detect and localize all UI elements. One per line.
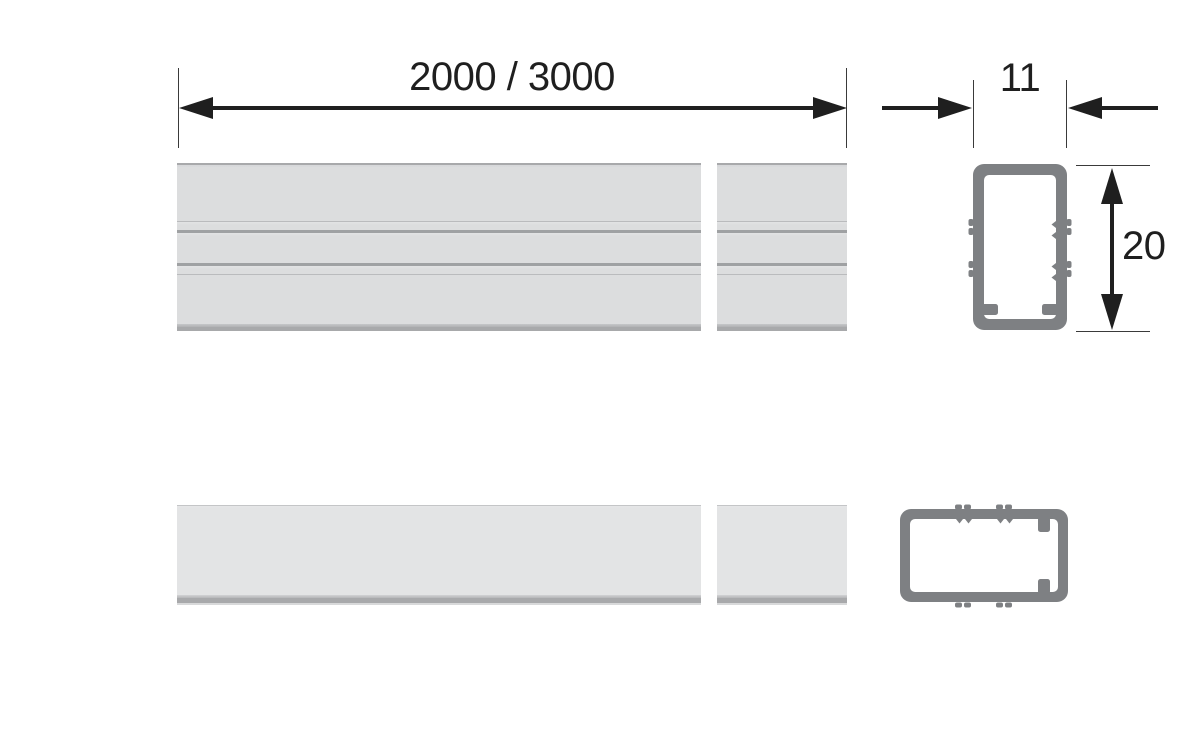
profile-segment-left bbox=[177, 505, 701, 605]
width-arrowhead-right-icon bbox=[1068, 97, 1102, 119]
section-cavity bbox=[984, 175, 1056, 319]
width-extension-line-right bbox=[1066, 80, 1067, 148]
section-hook-bottom bbox=[1038, 579, 1050, 594]
height-dimension-label: 20 bbox=[1122, 224, 1166, 268]
section-hook-top bbox=[1038, 517, 1050, 532]
cross-section-horizontal bbox=[900, 504, 1068, 608]
width-arrow-shaft-right bbox=[1100, 106, 1158, 110]
section-hook-left bbox=[982, 304, 998, 315]
height-arrow-shaft bbox=[1110, 198, 1114, 298]
height-arrowhead-bottom-icon bbox=[1101, 294, 1123, 330]
height-extension-line-top bbox=[1076, 165, 1150, 166]
height-arrowhead-top-icon bbox=[1101, 168, 1123, 204]
profile-segment-right bbox=[717, 505, 847, 605]
serration-ticks-top bbox=[955, 504, 1012, 510]
height-extension-line-bottom bbox=[1076, 331, 1150, 332]
serration-ticks-left bbox=[968, 219, 974, 277]
length-dimension-label: 2000 / 3000 bbox=[409, 55, 615, 99]
profile-segment-right bbox=[717, 163, 847, 331]
serration-ticks-right bbox=[1066, 219, 1072, 277]
serration-bumps-inner bbox=[956, 519, 1013, 524]
length-arrowhead-left-icon bbox=[179, 97, 213, 119]
length-arrow-shaft bbox=[206, 106, 814, 110]
width-arrowhead-left-icon bbox=[938, 97, 972, 119]
serration-ticks-bottom bbox=[955, 602, 1012, 608]
serration-bumps-inner bbox=[1051, 221, 1056, 281]
width-arrow-shaft-left bbox=[882, 106, 940, 110]
section-cavity bbox=[910, 519, 1058, 592]
length-arrowhead-right-icon bbox=[813, 97, 847, 119]
width-extension-line-left bbox=[973, 80, 974, 148]
width-dimension-label: 11 bbox=[999, 56, 1041, 100]
length-extension-line-left bbox=[178, 68, 179, 148]
cross-section-vertical bbox=[968, 164, 1072, 330]
section-hook-right bbox=[1042, 304, 1058, 315]
profile-segment-left bbox=[177, 163, 701, 331]
